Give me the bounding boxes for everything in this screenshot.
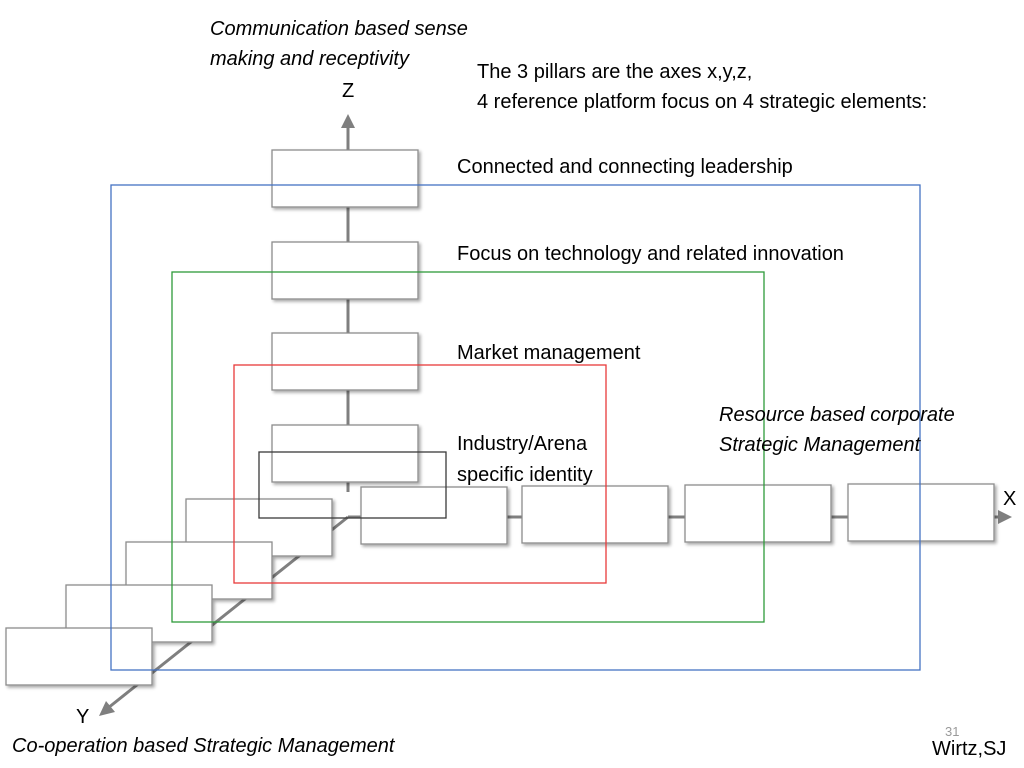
z-box-3 <box>271 332 419 391</box>
z-box-1 <box>271 149 419 208</box>
element-identity-line2: specific identity <box>457 464 593 486</box>
intro-text-line1: The 3 pillars are the axes x,y,z, <box>477 61 753 83</box>
page-number: 31 <box>945 724 960 739</box>
x-axis-caption-line1: Resource based corporate <box>719 404 955 426</box>
intro-text-line2: 4 reference platform focus on 4 strategi… <box>477 91 928 113</box>
z-axis-boxes <box>271 149 419 483</box>
frame-green <box>171 271 765 623</box>
x-box-1 <box>360 486 508 545</box>
frame-blue <box>110 184 921 671</box>
element-market: Market management <box>457 342 641 364</box>
axis-y-label: Y <box>76 706 90 728</box>
x-box-4 <box>847 483 995 542</box>
axis-z-label: Z <box>342 80 355 102</box>
element-identity-line1: Industry/Arena <box>457 433 588 455</box>
author: Wirtz,SJ <box>932 738 1007 760</box>
x-axis-boxes <box>360 483 995 545</box>
x-axis-caption-line2: Strategic Management <box>719 434 921 456</box>
y-axis-boxes <box>5 498 333 686</box>
x-box-3 <box>684 484 832 543</box>
z-axis-caption-line1: Communication based sense <box>210 18 468 40</box>
element-leadership: Connected and connecting leadership <box>457 156 793 178</box>
x-box-2 <box>521 485 669 544</box>
z-box-4 <box>271 424 419 483</box>
frame-red <box>233 364 607 584</box>
z-axis-caption-line2: making and receptivity <box>210 48 409 70</box>
y-axis-caption: Co-operation based Strategic Management <box>12 735 395 757</box>
frame-black <box>258 451 447 519</box>
y-box-4 <box>5 627 153 686</box>
z-box-2 <box>271 241 419 300</box>
axis-x-label: X <box>1003 488 1017 510</box>
element-technology: Focus on technology and related innovati… <box>457 243 844 265</box>
